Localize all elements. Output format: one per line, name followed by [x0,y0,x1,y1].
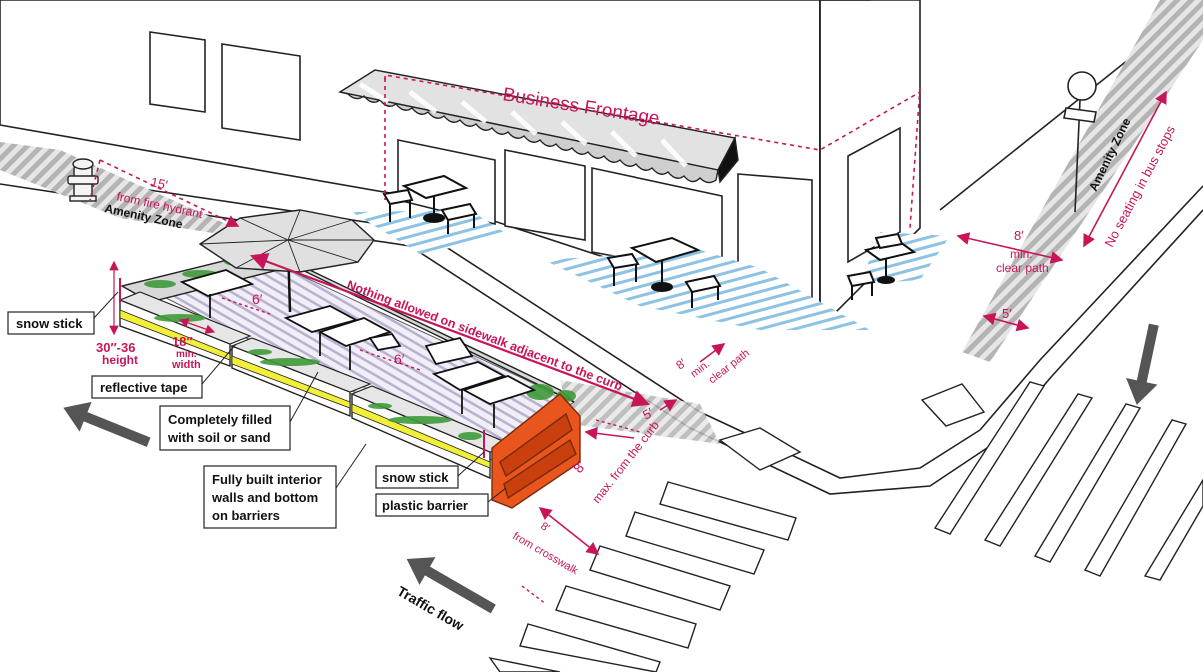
cafe-zone-1 [352,210,510,254]
width-value: 18″ [172,334,193,349]
callout-plastic-barrier: plastic barrier [382,498,468,513]
callout-leaders [93,291,507,503]
crosswalk-front [488,481,797,672]
callout-reflective-tape: reflective tape [100,380,187,395]
awning [338,69,739,184]
clear-path-right-text: clear path [996,261,1049,275]
callout-walls-line2: walls and bottom [211,490,318,505]
curb-offset-right-value: 5′ [1002,306,1012,321]
plastic-barrier [491,393,581,509]
height-text: height [102,353,138,367]
traffic-arrows [63,323,1159,614]
clear-path-right-value: 8′ [1014,228,1024,243]
callout-snow-stick-right: snow stick [382,470,449,485]
width-min: min. [176,349,197,360]
curb-ramps [718,383,986,471]
width-text: width [171,359,201,371]
crosswalk-distance-text: from crosswalk [511,530,581,577]
clear-path-front-value: 8′ [673,355,689,372]
storefront-window-2 [504,149,586,241]
crosswalk-distance-value: 8′ [539,520,552,534]
dimension-lines [89,74,1167,605]
building [0,0,921,330]
callout-boxes [7,311,489,529]
height-value: 30″-36 [96,340,135,355]
callout-snow-stick-left: snow stick [16,316,83,331]
spacing-lower-value: 6′ [394,351,405,367]
arrow-traffic-icon [406,557,496,614]
callout-filled-line2: with soil or sand [167,430,271,445]
callout-walls-line1: Fully built interior [212,472,322,487]
callout-filled-line1: Completely filled [168,412,272,427]
clear-path-front-text: clear path [706,347,751,386]
upper-window-2 [221,43,301,141]
callout-walls-line3: on barriers [212,508,280,523]
fire-hydrant-icon [67,158,99,202]
side-window [847,126,901,264]
spacing-upper-value: 6′ [252,291,263,307]
crosswalk-side [933,381,1203,581]
arrow-down-icon [1126,323,1159,405]
hydrant-distance-value: 15′ [149,174,169,192]
arrow-left-icon [63,401,151,447]
amenity-zone-right-strip [962,0,1203,362]
upper-window-1 [149,31,206,113]
clear-path-right-min: min. [1010,247,1033,261]
